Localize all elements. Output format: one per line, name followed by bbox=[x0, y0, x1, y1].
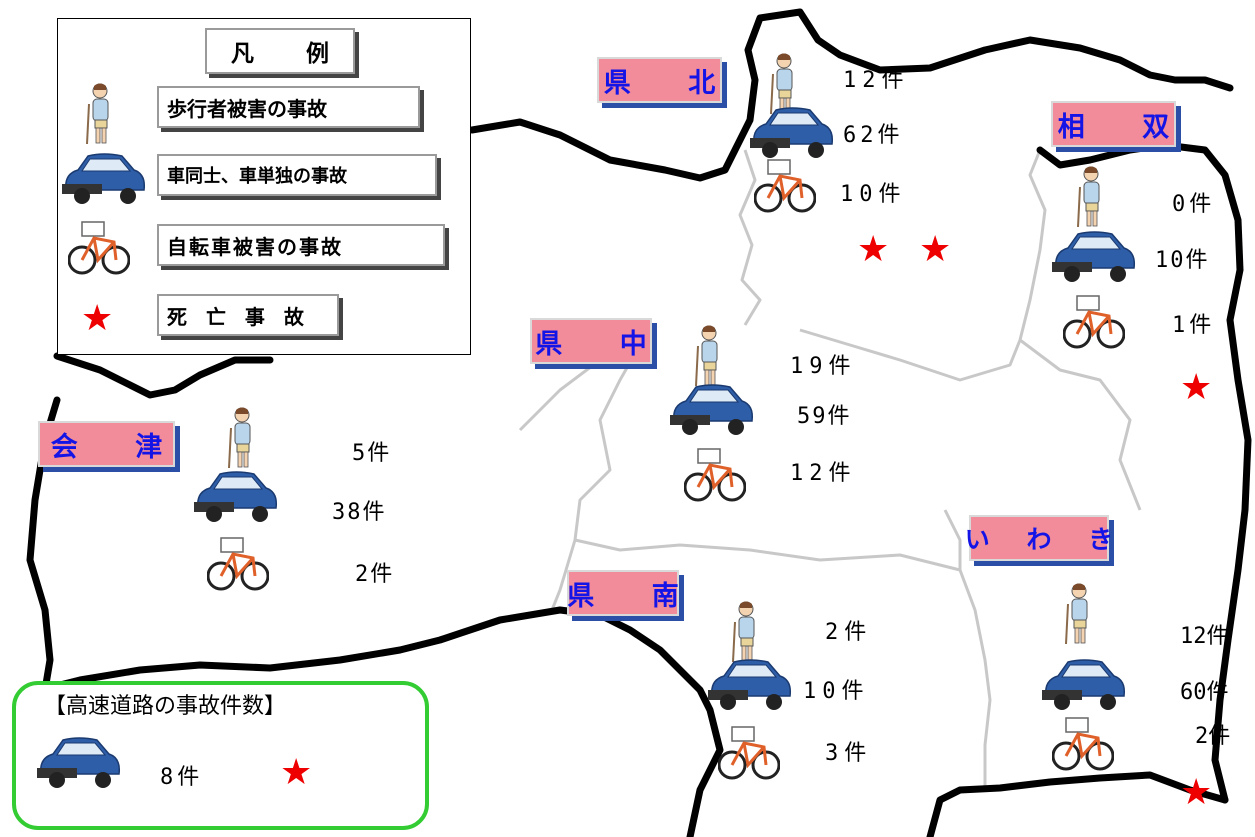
legend-title: 凡 例 bbox=[205, 28, 355, 74]
kennan-pedestrian-icon bbox=[732, 600, 755, 663]
red-star-icon: ★ bbox=[81, 298, 114, 339]
iwaki-fatal-star-icon: ★ bbox=[1180, 772, 1213, 813]
kenchu-bicycle-count: 12件 bbox=[790, 461, 857, 486]
aizu-car-icon bbox=[193, 471, 278, 523]
region-borders bbox=[518, 149, 1142, 790]
highway-title: 【高速道路の事故件数】 bbox=[44, 694, 287, 719]
kenchu-car-count: 59件 bbox=[797, 404, 852, 429]
region-label-aizu: 会 津 bbox=[38, 421, 175, 467]
injured-pedestrian-icon bbox=[86, 83, 109, 145]
bicycle-icon bbox=[68, 221, 130, 275]
iwaki-pedestrian-icon bbox=[1065, 582, 1088, 645]
kenchu-pedestrian-count: 19件 bbox=[790, 354, 857, 379]
kennan-bicycle-icon bbox=[718, 725, 780, 780]
crashed-car-icon bbox=[62, 153, 146, 204]
legend-car-label: 車同士、車単独の事故 bbox=[157, 154, 437, 196]
legend-bicycle-label: 自転車被害の事故 bbox=[157, 224, 445, 266]
kenpoku-pedestrian-count: 12件 bbox=[843, 68, 910, 93]
aizu-bicycle-icon bbox=[207, 536, 269, 591]
region-label-kennan: 県 南 bbox=[567, 570, 679, 616]
kennan-car-icon bbox=[707, 659, 792, 711]
kennan-pedestrian-count: 2件 bbox=[825, 620, 873, 645]
kenpoku-bicycle-count: 10件 bbox=[840, 182, 907, 207]
iwaki-bicycle-icon bbox=[1052, 716, 1114, 771]
kennan-bicycle-count: 3件 bbox=[825, 741, 873, 766]
soso-bicycle-count: 1件 bbox=[1172, 313, 1216, 338]
soso-bicycle-icon bbox=[1063, 294, 1125, 349]
kennan-car-count: 10件 bbox=[803, 679, 870, 704]
kenchu-bicycle-icon bbox=[684, 447, 746, 502]
kenpoku-car-count: 62件 bbox=[843, 123, 904, 148]
kenpoku-fatal-star-icon: ★ bbox=[919, 229, 952, 270]
iwaki-car-count: 60件 bbox=[1180, 680, 1229, 705]
region-label-kenchu: 県 中 bbox=[530, 318, 652, 364]
soso-car-count: 10件 bbox=[1155, 248, 1210, 273]
region-label-kenpoku: 県 北 bbox=[597, 57, 722, 103]
aizu-bicycle-count: 2件 bbox=[355, 562, 395, 587]
aizu-car-count: 38件 bbox=[332, 500, 387, 525]
highway-car-icon bbox=[36, 737, 121, 789]
iwaki-bicycle-count: 2件 bbox=[1195, 724, 1231, 749]
soso-car-icon bbox=[1051, 231, 1136, 283]
prefecture-outline bbox=[26, 8, 1252, 837]
legend-fatal-label: 死 亡 事 故 bbox=[157, 294, 339, 336]
kenpoku-bicycle-icon bbox=[754, 158, 816, 213]
aizu-pedestrian-icon bbox=[228, 406, 251, 469]
kenchu-car-icon bbox=[669, 384, 754, 436]
kenchu-pedestrian-icon bbox=[695, 324, 718, 387]
iwaki-car-icon bbox=[1041, 659, 1126, 711]
soso-fatal-star-icon: ★ bbox=[1180, 367, 1213, 408]
kenpoku-fatal-star-icon: ★ bbox=[857, 229, 890, 270]
soso-pedestrian-count: 0件 bbox=[1172, 192, 1216, 217]
iwaki-pedestrian-count: 12件 bbox=[1180, 624, 1229, 649]
aizu-pedestrian-count: 5件 bbox=[352, 441, 392, 466]
region-label-iwaki: い わ き bbox=[965, 515, 1113, 561]
highway-fatal-star-icon: ★ bbox=[280, 752, 313, 793]
region-label-soso: 相 双 bbox=[1051, 101, 1176, 147]
legend-pedestrian-label: 歩行者被害の事故 bbox=[157, 86, 420, 128]
soso-pedestrian-icon bbox=[1077, 165, 1100, 228]
kenpoku-car-icon bbox=[749, 107, 834, 159]
highway-car-count: 8件 bbox=[160, 765, 204, 790]
